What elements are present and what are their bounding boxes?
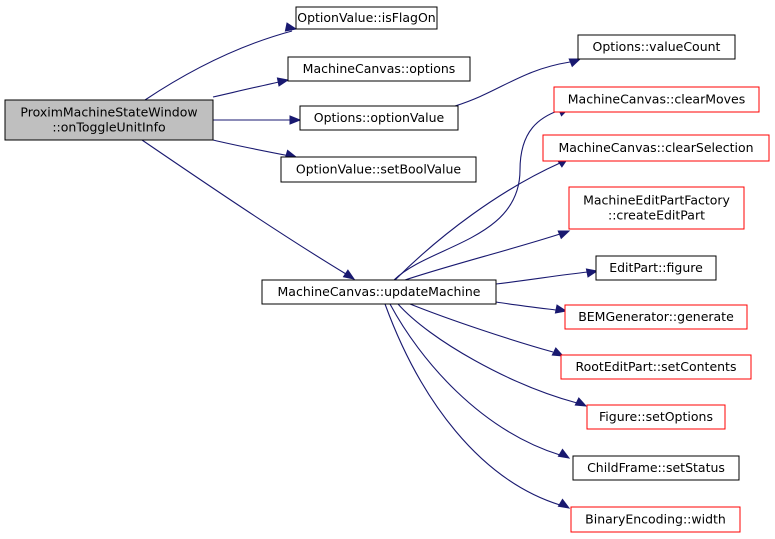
node-label: OptionValue::setBoolValue	[296, 162, 462, 177]
arrowhead-icon	[557, 230, 571, 240]
node-label: MachineCanvas::clearSelection	[558, 140, 753, 155]
node-box[interactable]	[287, 56, 471, 82]
node-setBoolValue[interactable]: OptionValue::setBoolValue	[280, 156, 477, 183]
edge-line	[495, 301, 557, 311]
node-label: OptionValue::isFlagOn	[297, 10, 435, 25]
edge-line	[393, 109, 561, 281]
node-width[interactable]: BinaryEncoding::width	[570, 506, 741, 533]
arrowhead-icon	[551, 347, 565, 357]
edge-updateMachine-to-figure	[495, 268, 599, 285]
edge-updateMachine-to-createEditPart	[404, 230, 571, 281]
node-box[interactable]	[577, 34, 736, 60]
edge-line	[397, 303, 578, 404]
node-setContents[interactable]: RootEditPart::setContents	[560, 354, 752, 380]
edge-root-to-optionValue	[213, 115, 302, 125]
node-setStatus[interactable]: ChildFrame::setStatus	[572, 455, 740, 481]
node-generate[interactable]: BEMGenerator::generate	[564, 304, 748, 330]
node-box[interactable]	[570, 506, 741, 533]
arrowhead-icon	[574, 397, 588, 407]
node-label: ::onToggleUnitInfo	[52, 120, 165, 135]
node-box[interactable]	[261, 279, 497, 305]
node-box[interactable]	[595, 255, 717, 281]
arrowhead-icon	[289, 115, 302, 125]
node-box[interactable]	[280, 156, 477, 183]
node-mcOptions[interactable]: MachineCanvas::options	[287, 56, 471, 82]
edge-root-to-mcOptions	[212, 77, 290, 98]
arrowhead-icon	[557, 448, 571, 459]
edge-updateMachine-to-setContents	[409, 303, 565, 357]
node-label: BinaryEncoding::width	[585, 512, 726, 527]
edge-line	[212, 80, 285, 98]
node-optionValue[interactable]: Options::optionValue	[299, 105, 459, 131]
node-label: MachineEditPartFactory	[583, 193, 730, 208]
edge-updateMachine-to-generate	[495, 301, 568, 314]
node-label: ::createEditPart	[608, 208, 705, 223]
edge-line	[144, 30, 293, 101]
edge-line	[495, 271, 589, 285]
node-label: MachineCanvas::options	[303, 61, 456, 76]
edge-updateMachine-to-setOptions	[397, 303, 588, 407]
edge-root-to-updateMachine	[141, 139, 356, 280]
node-clearMoves[interactable]: MachineCanvas::clearMoves	[553, 86, 760, 113]
arrowhead-icon	[557, 498, 571, 509]
node-isFlagOn[interactable]: OptionValue::isFlagOn	[295, 6, 438, 30]
node-box[interactable]	[564, 304, 748, 330]
node-updateMachine[interactable]: MachineCanvas::updateMachine	[261, 279, 497, 305]
edge-updateMachine-to-clearMoves	[393, 107, 571, 281]
edge-line	[141, 139, 347, 275]
edge-updateMachine-to-setStatus	[389, 303, 571, 459]
edges-layer	[141, 22, 599, 509]
edge-line	[394, 162, 561, 281]
edge-optionValue-to-valueCount	[454, 58, 582, 107]
node-figure[interactable]: EditPart::figure	[595, 255, 717, 281]
node-setOptions[interactable]: Figure::setOptions	[586, 404, 726, 430]
node-box[interactable]	[4, 99, 214, 141]
node-box[interactable]	[553, 86, 760, 113]
arrowhead-icon	[284, 22, 298, 32]
node-box[interactable]	[572, 455, 740, 481]
arrowhead-icon	[342, 269, 356, 280]
node-box[interactable]	[560, 354, 752, 380]
node-clearSelection[interactable]: MachineCanvas::clearSelection	[542, 134, 770, 162]
edge-updateMachine-to-width	[384, 303, 571, 509]
node-label: EditPart::figure	[609, 260, 703, 275]
node-label: ChildFrame::setStatus	[587, 460, 725, 475]
edge-root-to-isFlagOn	[144, 22, 298, 101]
node-label: BEMGenerator::generate	[578, 309, 734, 324]
node-box[interactable]	[299, 105, 459, 131]
edge-line	[409, 303, 554, 353]
edge-line	[384, 303, 561, 506]
edge-line	[212, 139, 291, 157]
node-label: RootEditPart::setContents	[576, 359, 737, 374]
node-box[interactable]	[542, 134, 770, 162]
node-label: MachineCanvas::updateMachine	[278, 284, 481, 299]
arrowhead-icon	[276, 77, 290, 87]
node-valueCount[interactable]: Options::valueCount	[577, 34, 736, 60]
node-root[interactable]: ProximMachineStateWindow::onToggleUnitIn…	[4, 99, 214, 141]
node-label: Options::optionValue	[314, 110, 445, 125]
nodes-layer: ProximMachineStateWindow::onToggleUnitIn…	[4, 6, 770, 533]
edge-line	[404, 233, 561, 281]
edge-root-to-setBoolValue	[212, 139, 298, 159]
node-label: MachineCanvas::clearMoves	[568, 92, 746, 107]
arrowhead-icon	[568, 58, 582, 68]
node-box[interactable]	[295, 6, 438, 30]
edge-line	[389, 303, 561, 456]
node-label: Figure::setOptions	[599, 409, 713, 424]
arrowhead-icon	[585, 268, 599, 278]
node-box[interactable]	[586, 404, 726, 430]
node-label: ProximMachineStateWindow	[20, 105, 197, 120]
arrowhead-icon	[554, 304, 568, 314]
node-label: Options::valueCount	[593, 39, 721, 54]
edge-line	[454, 61, 571, 107]
node-createEditPart[interactable]: MachineEditPartFactory::createEditPart	[568, 186, 745, 230]
node-box[interactable]	[568, 186, 745, 230]
